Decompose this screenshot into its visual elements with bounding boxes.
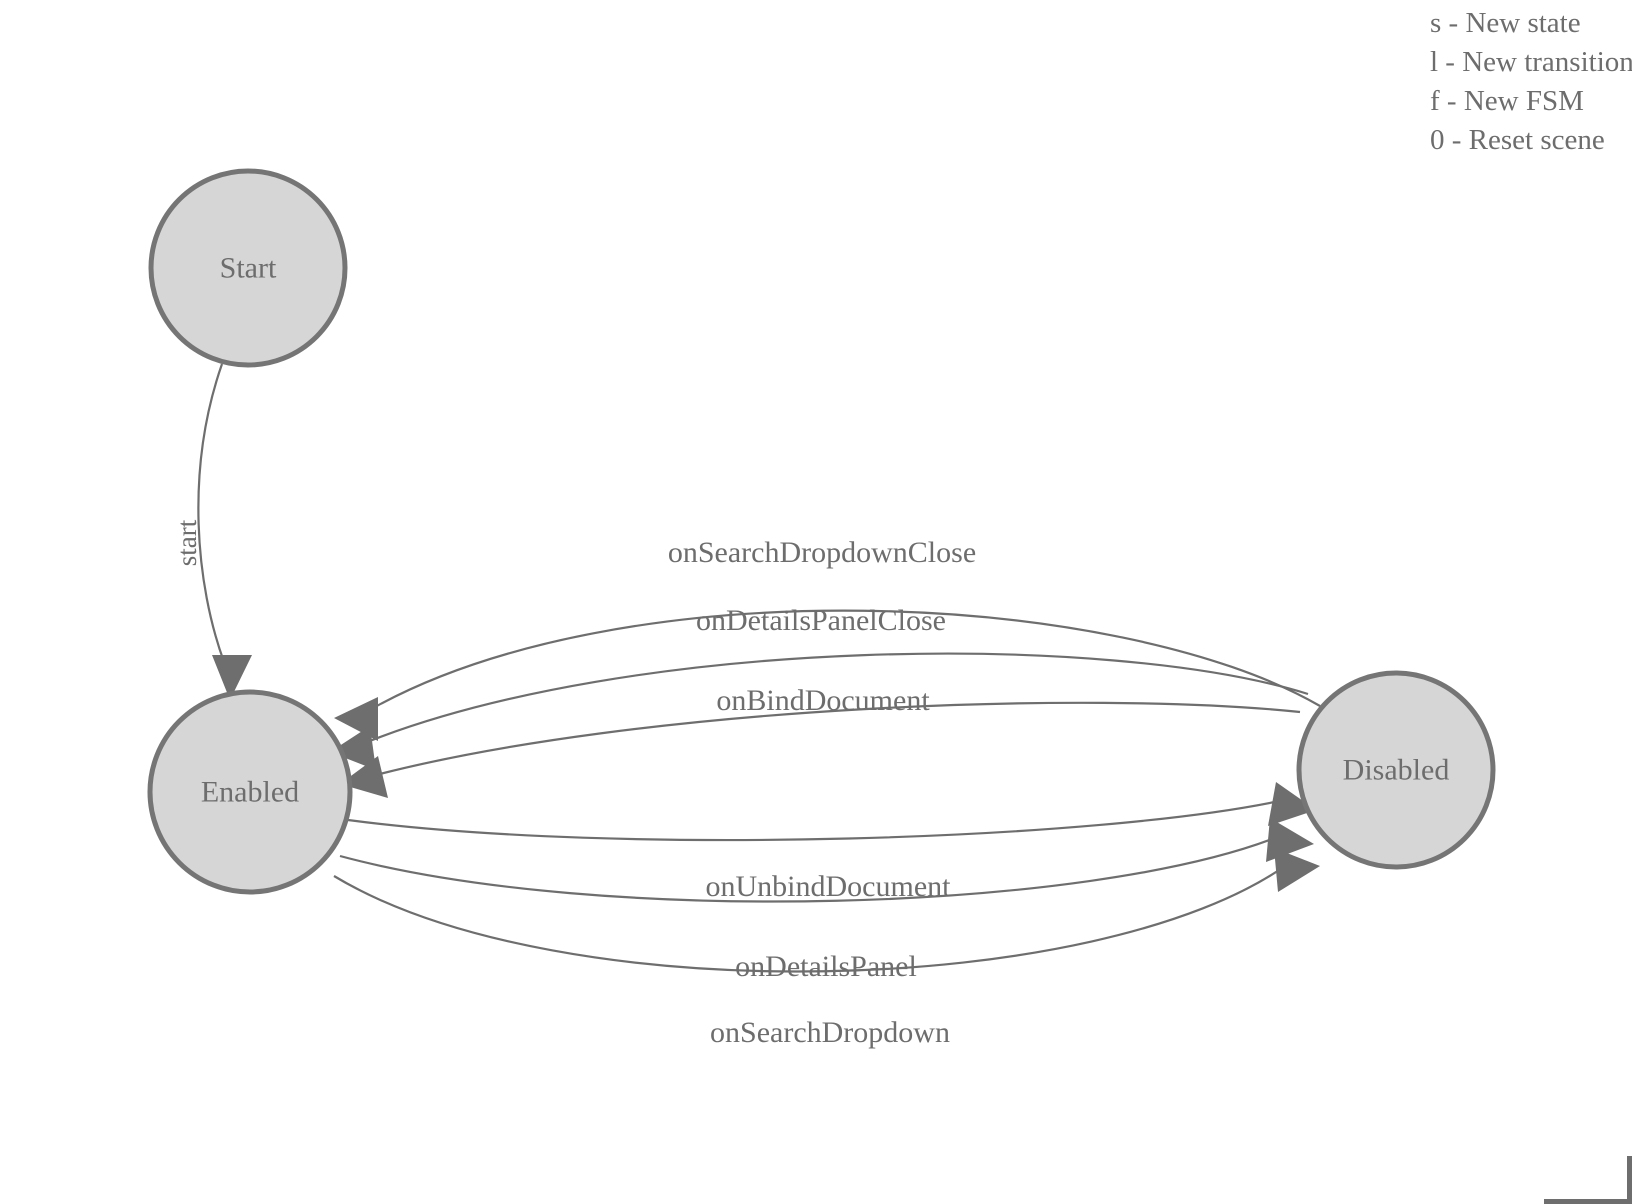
transition-start-to-enabled[interactable]: [197, 363, 252, 700]
transition-disabled-to-enabled-onbinddocument[interactable]: [340, 701, 1301, 798]
transition-path[interactable]: [361, 652, 1309, 746]
transition-path[interactable]: [197, 363, 226, 663]
transition-path[interactable]: [333, 863, 1289, 973]
legend-item-reset-scene: 0 - Reset scene: [1430, 124, 1605, 156]
transition-label-onsearchdropdownclose: onSearchDropdownClose: [668, 536, 976, 569]
state-circle[interactable]: [147, 689, 353, 895]
state-node-start[interactable]: Start: [148, 168, 348, 368]
transition-enabled-to-disabled-onsearchdropdown[interactable]: [333, 848, 1320, 973]
legend-item-new-state: s - New state: [1430, 7, 1581, 39]
transition-path[interactable]: [339, 834, 1281, 903]
transition-label-start: start: [172, 519, 202, 566]
state-node-disabled[interactable]: Disabled: [1296, 670, 1496, 870]
arrowhead-icon: [334, 697, 378, 741]
transition-enabled-to-disabled-onunbinddocument[interactable]: [347, 782, 1316, 842]
transition-label-ondetailspanelclose: onDetailsPanelClose: [696, 604, 946, 637]
state-circle[interactable]: [1296, 670, 1496, 870]
state-label: Disabled: [1343, 754, 1450, 787]
transition-disabled-to-enabled-ondetailspanelclose[interactable]: [330, 652, 1309, 770]
arrowhead-icon: [1268, 782, 1316, 826]
state-label: Enabled: [201, 776, 299, 809]
legend-item-new-transition: l - New transition: [1430, 46, 1632, 78]
keyboard-shortcuts-legend: s - New state l - New transition f - New…: [1430, 0, 1632, 160]
transition-path[interactable]: [347, 798, 1285, 842]
state-node-enabled[interactable]: Enabled: [147, 689, 353, 895]
legend-item-new-fsm: f - New FSM: [1430, 85, 1584, 117]
arrowhead-icon: [212, 655, 252, 700]
transition-label-ondetailspanel: onDetailsPanel: [735, 950, 917, 983]
transition-label-onbinddocument: onBindDocument: [716, 684, 930, 717]
transition-path[interactable]: [371, 701, 1301, 778]
state-circle[interactable]: [148, 168, 348, 368]
transition-label-onsearchdropdown: onSearchDropdown: [710, 1016, 950, 1049]
arrowhead-icon: [1274, 848, 1320, 892]
transition-path[interactable]: [365, 609, 1321, 713]
transition-label-onunbinddocument: onUnbindDocument: [706, 870, 952, 903]
state-label: Start: [220, 252, 277, 285]
arrowhead-icon: [330, 726, 376, 770]
